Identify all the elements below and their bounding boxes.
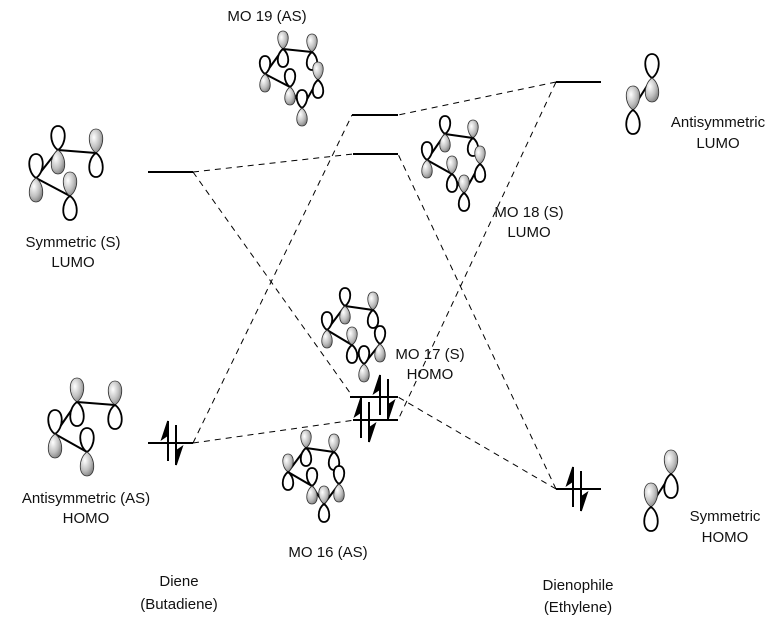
corr-dienophile-lumo-mo16 xyxy=(397,81,557,421)
label-mo17-subtitle: HOMO xyxy=(407,366,454,383)
corr-dienophile-homo-mo18 xyxy=(397,153,557,490)
label-diene-lumo-title: Symmetric (S) xyxy=(26,234,121,251)
label-dienophile-lumo-subtitle: LUMO xyxy=(696,135,739,152)
dienophile-homo-orbital-icon xyxy=(643,449,679,532)
label-mo17-title: MO 17 (S) xyxy=(395,346,464,363)
label-diene-column-subtitle: (Butadiene) xyxy=(140,596,218,613)
mo17-orbital-icon xyxy=(320,287,387,383)
label-dienophile-column-title: Dienophile xyxy=(543,577,614,594)
label-mo19: MO 19 (AS) xyxy=(227,8,306,25)
corr-diene-homo-mo16 xyxy=(192,419,356,444)
corr-dienophile-lumo-mo19 xyxy=(397,81,557,116)
label-diene-homo-title: Antisymmetric (AS) xyxy=(22,490,150,507)
corr-diene-lumo-mo18 xyxy=(192,153,354,173)
correlation-lines xyxy=(192,81,557,490)
label-dienophile-column-subtitle: (Ethylene) xyxy=(544,599,612,616)
label-diene-homo-subtitle: HOMO xyxy=(63,510,110,527)
corr-dienophile-homo-mo17 xyxy=(397,396,557,490)
corr-diene-homo-mo19 xyxy=(192,114,353,444)
diene-lumo-orbital-icon xyxy=(28,125,104,221)
label-mo18-subtitle: LUMO xyxy=(507,224,550,241)
mo16-orbital-icon xyxy=(281,429,346,523)
corr-diene-lumo-mo17 xyxy=(192,171,354,398)
mo18-orbital-icon xyxy=(420,115,487,212)
label-diene-column-title: Diene xyxy=(159,573,198,590)
diene-homo-orbital-icon xyxy=(47,377,123,477)
label-diene-lumo-subtitle: LUMO xyxy=(51,254,94,271)
label-mo18-title: MO 18 (S) xyxy=(494,204,563,221)
mo19-orbital-icon xyxy=(258,30,325,127)
label-dienophile-lumo-title: Antisymmetric xyxy=(671,114,766,131)
label-dienophile-homo-subtitle: HOMO xyxy=(702,529,749,546)
dienophile-lumo-orbital-icon xyxy=(625,53,660,135)
label-dienophile-homo-title: Symmetric xyxy=(690,508,761,525)
label-mo16: MO 16 (AS) xyxy=(288,544,367,561)
